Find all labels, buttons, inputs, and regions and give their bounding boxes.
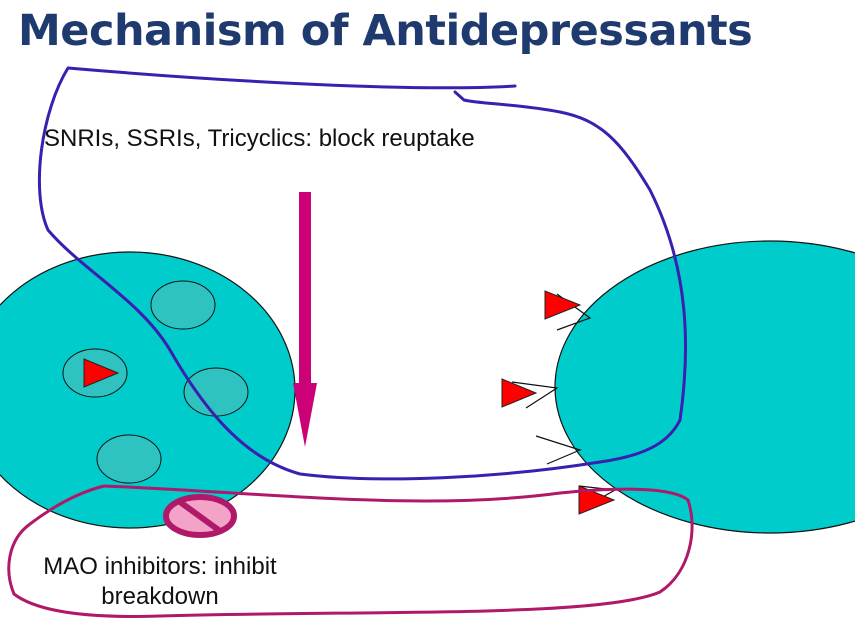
neurotransmitter-triangle bbox=[544, 290, 582, 320]
slide-title: Mechanism of Antidepressants bbox=[18, 6, 753, 56]
mao-inhibitor-label: MAO inhibitors: inhibit breakdown bbox=[10, 552, 310, 612]
blue-annotation-loop bbox=[37, 66, 688, 481]
vesicle bbox=[96, 434, 162, 484]
magenta-annotation-loop bbox=[7, 484, 694, 618]
receptor bbox=[511, 381, 559, 409]
mao-label-line-2: breakdown bbox=[101, 583, 219, 610]
reuptake-blocker-label: SNRIs, SSRIs, Tricyclics: block reuptake bbox=[44, 125, 475, 152]
neurotransmitter-triangle bbox=[501, 378, 538, 408]
no-sign-icon bbox=[163, 494, 237, 538]
postsynaptic-neuron bbox=[554, 240, 855, 534]
neurotransmitter-triangle bbox=[578, 485, 616, 515]
vesicle bbox=[150, 280, 216, 330]
neurotransmitter-triangle bbox=[83, 358, 120, 388]
down-arrow-icon bbox=[293, 192, 317, 447]
mao-label-line-1: MAO inhibitors: inhibit bbox=[43, 553, 277, 580]
vesicle bbox=[183, 367, 249, 417]
receptor bbox=[535, 435, 582, 465]
